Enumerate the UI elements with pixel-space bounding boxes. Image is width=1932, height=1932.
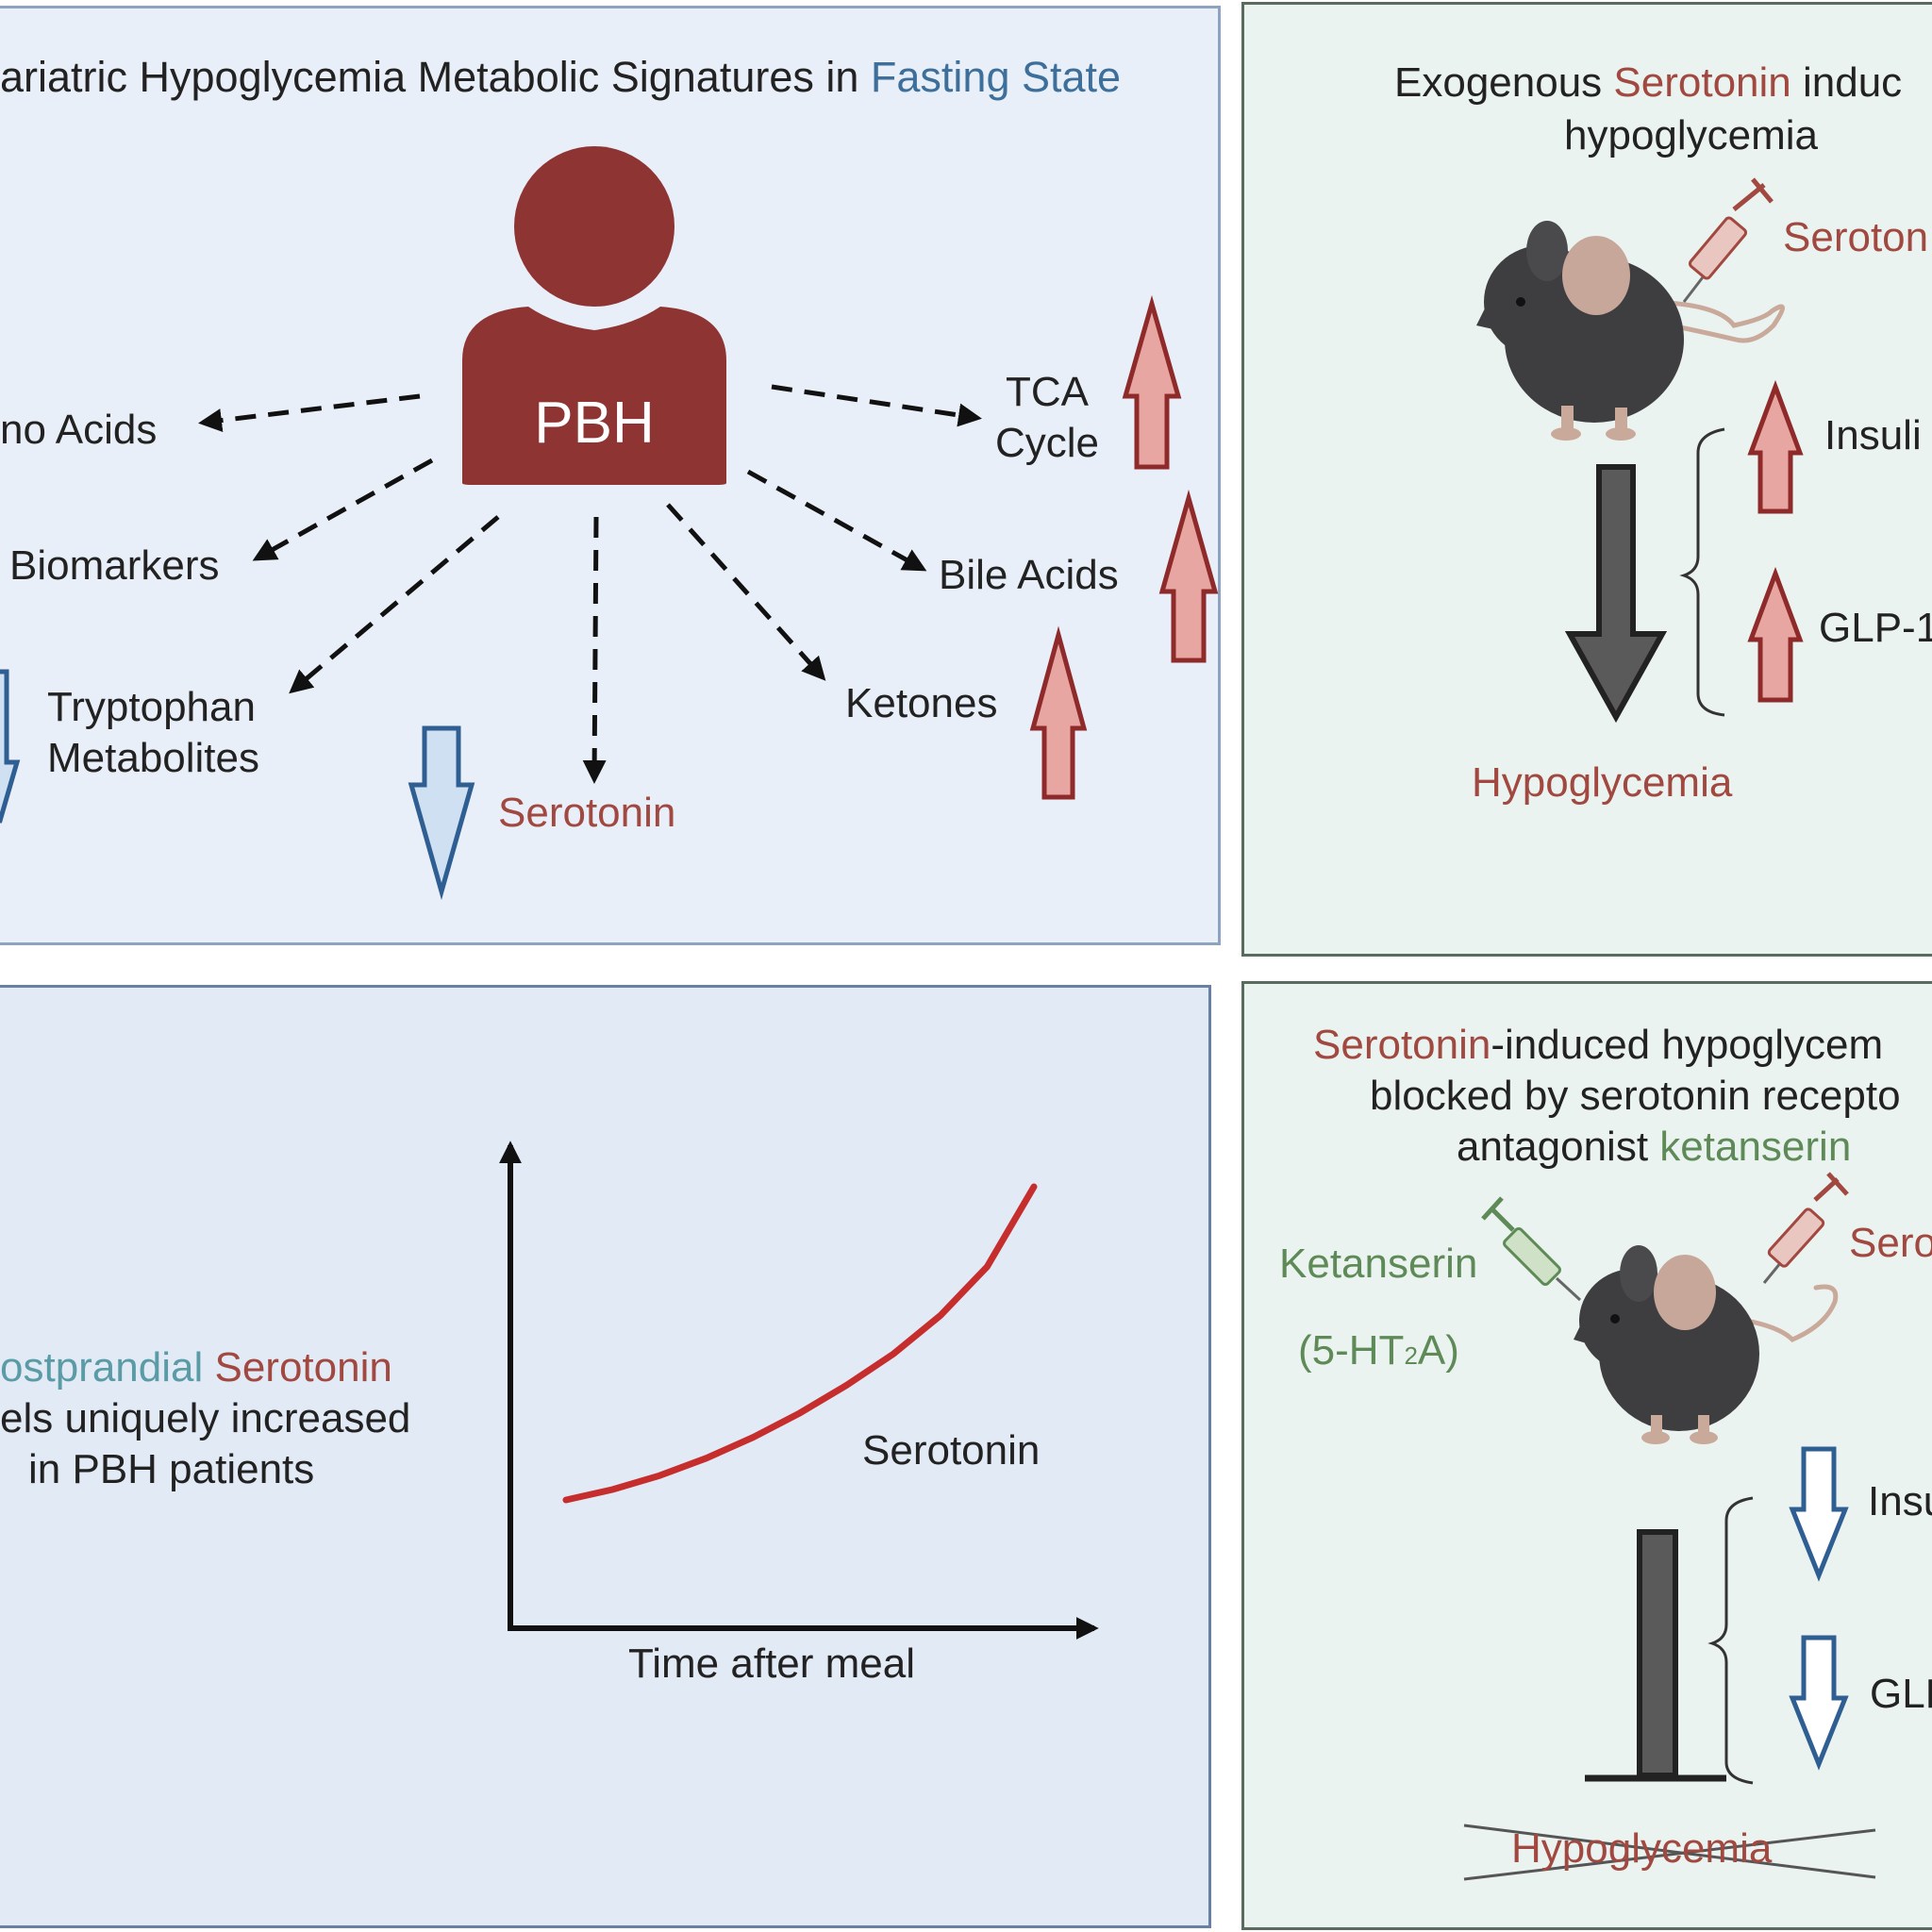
ketanserin-title-2: blocked by serotonin recepto	[1370, 1073, 1901, 1119]
brace-2	[1707, 1496, 1754, 1785]
arrow-serotonin	[582, 516, 607, 784]
pathway-arrows	[198, 384, 982, 784]
serotonin-label-2: Sero	[1849, 1220, 1932, 1266]
insulin-up-arrow	[1747, 379, 1804, 514]
glp-label-2: GLP	[1870, 1671, 1932, 1717]
receptor-label: (5-HT2A)	[1298, 1327, 1459, 1374]
tryptophan-label-1: Tryptophan	[47, 684, 256, 730]
ketones-label: Ketones	[845, 680, 998, 726]
arrow-ketones	[666, 503, 826, 681]
hormone-up-arrows	[1747, 379, 1804, 703]
curve-label: Serotonin	[862, 1427, 1041, 1474]
exogenous-title-1: Exogenous Serotonin induc	[1394, 59, 1903, 106]
exogenous-title-2: hypoglycemia	[1564, 112, 1819, 158]
ketanserin-syringe-icon	[1481, 1196, 1582, 1302]
strike-line-2	[1463, 1828, 1876, 1881]
insulin-down-arrow	[1789, 1446, 1849, 1582]
ketanserin-title-3: antagonist ketanserin	[1457, 1124, 1852, 1170]
patient-icon	[462, 146, 726, 485]
arrow-tryptophan	[289, 515, 500, 694]
brace	[1679, 427, 1725, 717]
syringe-icon	[1682, 177, 1774, 303]
glp-label: GLP-1	[1819, 605, 1932, 651]
hormone-down-arrows	[1789, 1446, 1849, 1771]
postprandial-text-2: els uniquely increased	[0, 1395, 411, 1441]
serotonin-syringe-icon-2	[1762, 1172, 1849, 1284]
mouse-icon-2	[1574, 1245, 1839, 1444]
serotonin-injection-label: Seroton	[1783, 214, 1929, 260]
tca-label-2: Cycle	[994, 420, 1100, 466]
glp-down-arrow	[1789, 1635, 1849, 1771]
increase-arrows	[1029, 294, 1219, 800]
insulin-label: Insuli	[1824, 412, 1922, 458]
serotonin-curve	[562, 1183, 1038, 1504]
amino-acids-label: no Acids	[0, 407, 158, 453]
patient-label: PBH	[534, 391, 655, 456]
panel-postprandial	[0, 985, 1211, 1928]
ketones-up-arrow	[1029, 625, 1088, 800]
arrow-amino-acids	[198, 393, 421, 432]
hypoglycemia-result: Hypoglycemia	[1472, 759, 1733, 806]
biomarkers-label: Biomarkers	[9, 542, 220, 589]
glucose-down-arrow	[1564, 464, 1668, 724]
bile-acids-up-arrow	[1158, 489, 1219, 663]
decrease-arrows	[0, 669, 475, 901]
tryptophan-label-2: Metabolites	[47, 735, 260, 781]
bile-acids-label: Bile Acids	[939, 552, 1119, 598]
tca-label-1: TCA	[1006, 369, 1089, 415]
mouse-icon	[1476, 221, 1785, 441]
fasting-title: ariatric Hypoglycemia Metabolic Signatur…	[0, 53, 1122, 101]
arrow-biomarkers	[252, 458, 434, 561]
panel-exogenous-serotonin	[1241, 2, 1932, 957]
ketanserin-title-1: Serotonin-induced hypoglycem	[1313, 1022, 1884, 1068]
insulin-label-2: Insu	[1868, 1478, 1932, 1524]
blocked-glucose-bar	[1637, 1529, 1678, 1778]
strike-line-1	[1463, 1824, 1876, 1879]
serotonin-down-arrow	[408, 725, 475, 901]
tca-up-arrow	[1122, 294, 1182, 470]
fasting-serotonin-label: Serotonin	[498, 790, 676, 836]
tryptophan-down-arrow	[0, 669, 21, 824]
postprandial-text-1: ostprandial Serotonin	[0, 1344, 392, 1391]
glp-up-arrow	[1747, 566, 1804, 703]
x-axis-label: Time after meal	[628, 1641, 916, 1687]
arrow-tca	[771, 384, 982, 427]
ketanserin-label: Ketanserin	[1279, 1241, 1478, 1287]
arrow-bile-acids	[746, 469, 927, 572]
hypoglycemia-blocked-result: Hypoglycemia	[1511, 1825, 1773, 1872]
postprandial-text-3: in PBH patients	[28, 1446, 315, 1492]
